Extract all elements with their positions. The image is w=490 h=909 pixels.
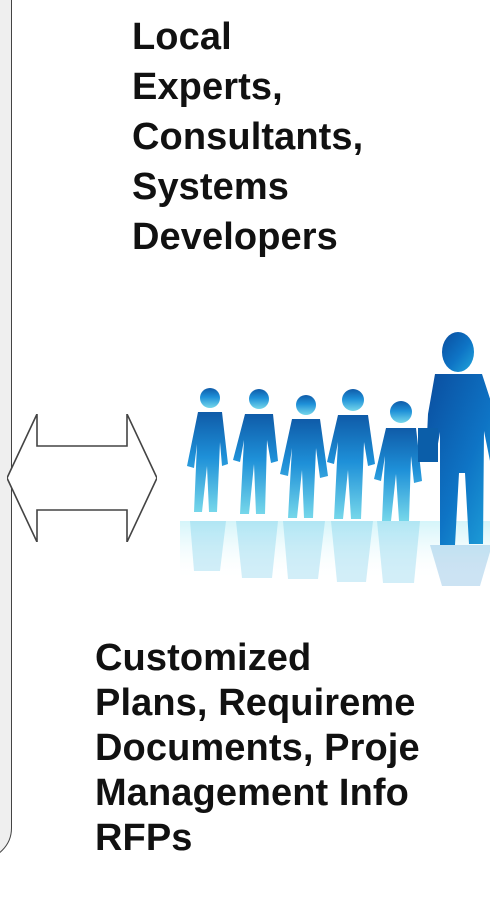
double-headed-arrow-icon bbox=[7, 414, 157, 542]
person-5 bbox=[374, 401, 422, 521]
business-team-icon bbox=[180, 332, 490, 586]
team-silhouettes bbox=[187, 332, 490, 545]
top-label-line-1: Local bbox=[132, 16, 232, 58]
top-label-line-3: Consultants, bbox=[132, 116, 364, 158]
team-reflection bbox=[190, 521, 490, 586]
person-2 bbox=[233, 389, 278, 514]
bottom-label-line-1: Customized bbox=[95, 637, 312, 679]
person-3 bbox=[280, 395, 328, 518]
bottom-label-line-4: Management Info bbox=[95, 772, 409, 814]
person-1 bbox=[187, 388, 228, 512]
lead-person bbox=[418, 332, 490, 545]
top-label-line-2: Experts, bbox=[132, 66, 283, 108]
local-experts-label: Local Experts, Consultants, Systems Deve… bbox=[132, 12, 363, 262]
top-label-line-5: Developers bbox=[132, 216, 338, 258]
bottom-label-line-3: Documents, Proje bbox=[95, 727, 420, 769]
person-4 bbox=[327, 389, 375, 519]
customized-deliverables-label: Customized Plans, Requireme Documents, P… bbox=[95, 636, 420, 861]
bottom-label-line-5: RFPs bbox=[95, 817, 193, 859]
top-label-line-4: Systems bbox=[132, 166, 290, 208]
bottom-label-line-2: Plans, Requireme bbox=[95, 682, 416, 724]
